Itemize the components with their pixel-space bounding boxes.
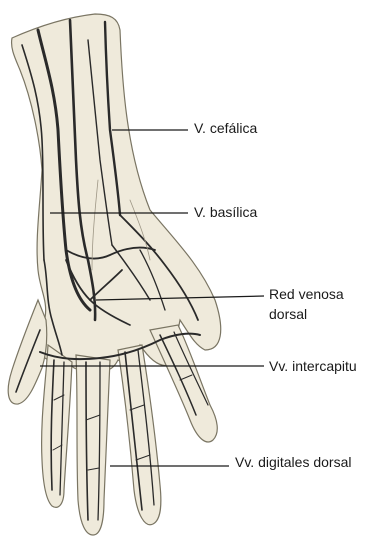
label-intercapitulares: Vv. intercapitu (269, 356, 375, 376)
label-cefalica: V. cefálica (194, 118, 257, 138)
label-red-venosa-line2: dorsal (269, 304, 307, 324)
label-red-venosa-line1: Red venosa (269, 284, 344, 304)
label-digitales: Vv. digitales dorsal (235, 452, 375, 472)
hand-silhouette (8, 14, 221, 535)
label-basilica: V. basílica (194, 202, 257, 222)
